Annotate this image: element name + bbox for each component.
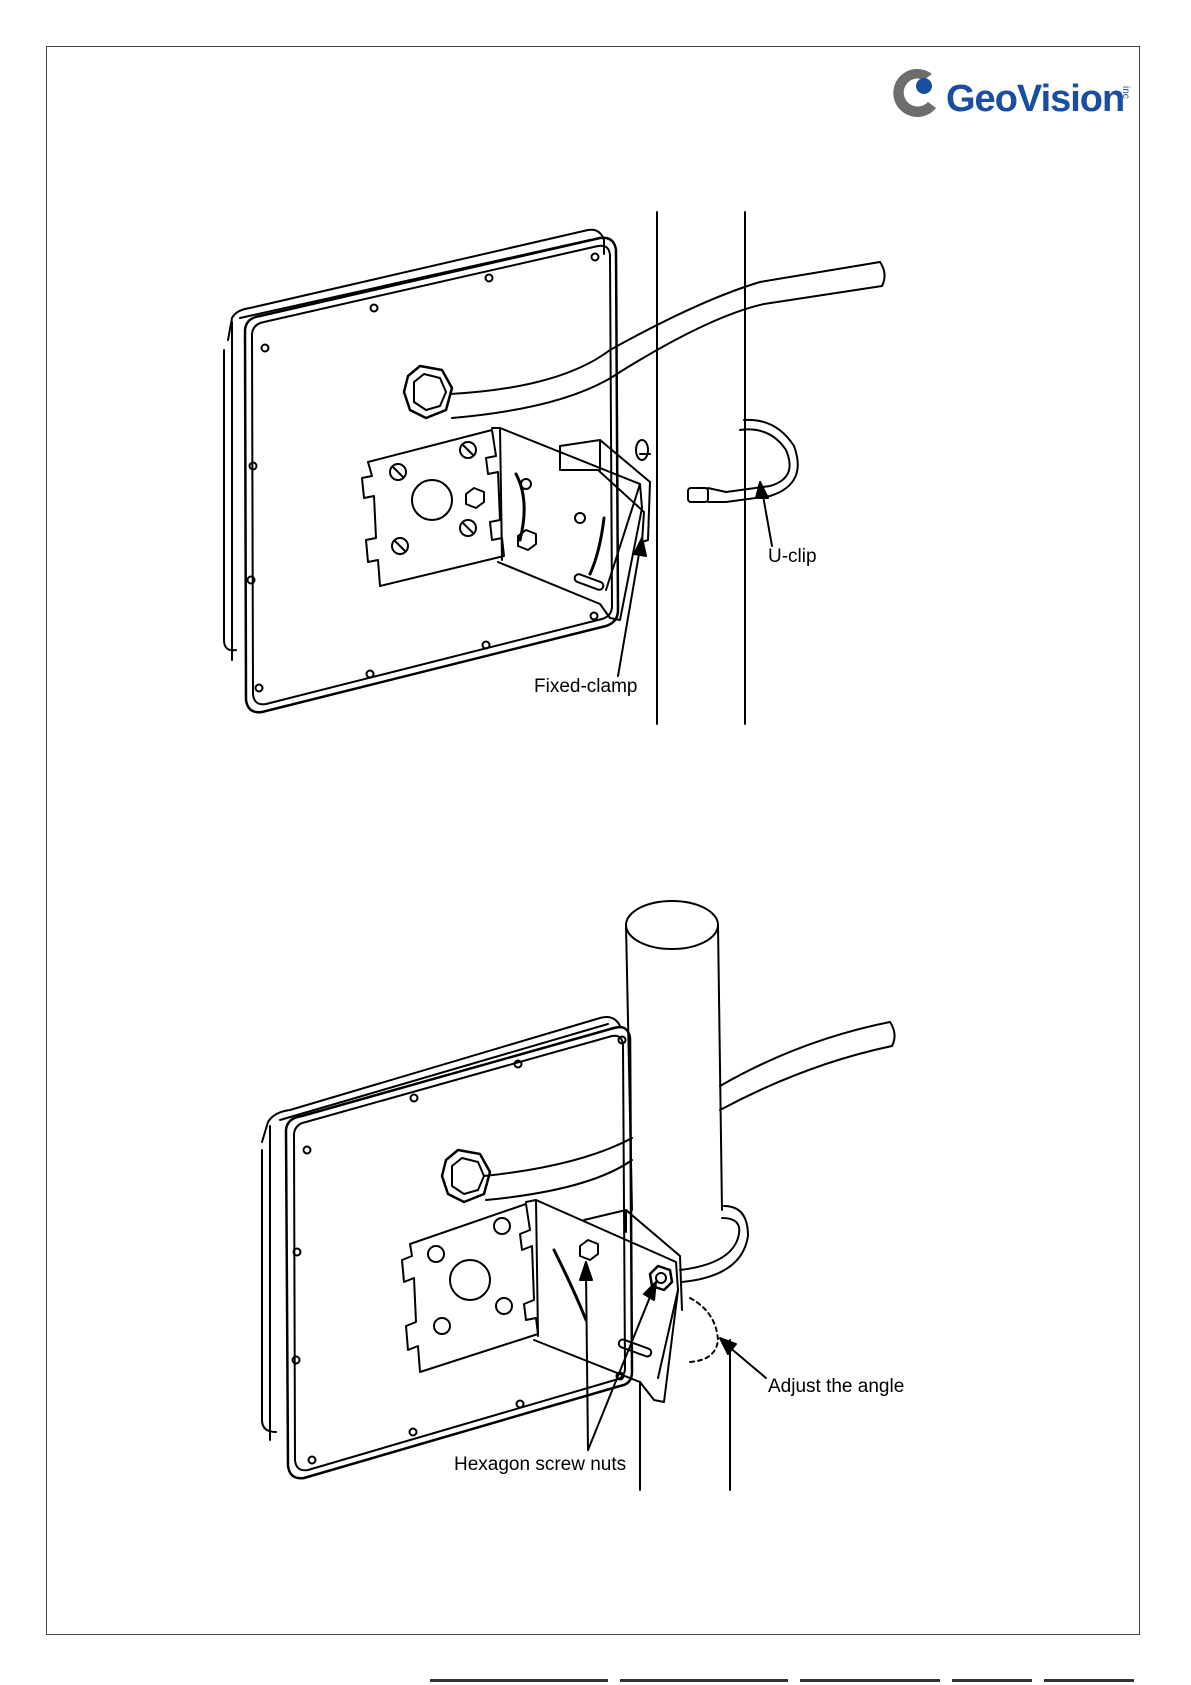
antenna-cable xyxy=(450,262,885,418)
label-adjust-angle: Adjust the angle xyxy=(768,1376,904,1398)
antenna-panel-mounted xyxy=(262,1017,632,1478)
l-bracket-mounted xyxy=(526,1200,678,1402)
label-hex-nuts: Hexagon screw nuts xyxy=(454,1454,626,1476)
u-clip-callout-arrow xyxy=(756,482,772,546)
u-clip xyxy=(636,420,798,502)
adjust-angle-callout-arrow xyxy=(720,1338,766,1378)
cable-gland-mounted xyxy=(442,1150,490,1202)
antenna-cable-mounted xyxy=(484,1022,895,1200)
pole xyxy=(626,901,730,1490)
footer-rule xyxy=(1044,1679,1134,1682)
footer-rule xyxy=(800,1679,940,1682)
label-fixed-clamp: Fixed-clamp xyxy=(534,676,637,698)
figure-1-exploded-mount xyxy=(224,212,885,724)
antenna-panel xyxy=(224,230,618,713)
figure-2-assembled-mount xyxy=(262,901,895,1490)
mounting-plate xyxy=(362,430,504,586)
footer-rule xyxy=(620,1679,788,1682)
label-u-clip: U-clip xyxy=(768,546,817,568)
cable-gland xyxy=(404,366,452,418)
footer-rule xyxy=(430,1679,608,1682)
footer-rule xyxy=(952,1679,1032,1682)
angle-arc xyxy=(690,1298,718,1362)
mounting-plate-mounted xyxy=(402,1204,538,1372)
